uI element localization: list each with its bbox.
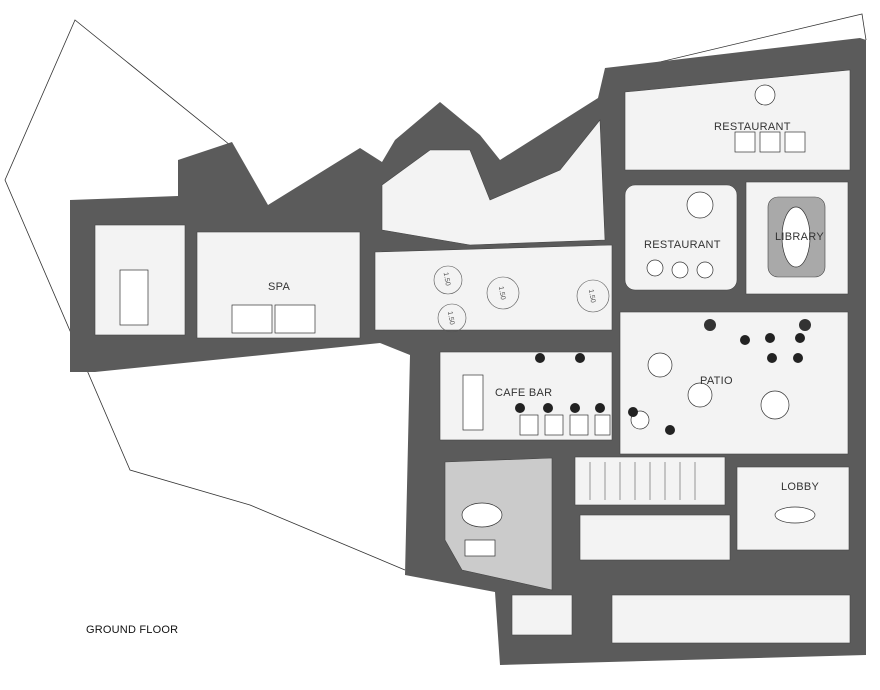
library-table [781,206,811,268]
rooms-south [611,594,851,644]
room-label-library: LIBRARY [775,231,824,243]
site-boundary [4,19,406,571]
stair-treads [589,462,696,500]
site-boundary-east [604,13,867,76]
room-patio [619,311,849,455]
furniture [119,84,816,557]
turning-circle-label: 1.50 [442,272,451,287]
corridor [374,244,613,331]
room-label-restaurant-north: RESTAURANT [714,121,791,133]
turning-circle-label: 1.50 [446,311,455,326]
interior-floors [94,69,851,644]
room-label-cafe-bar: CAFE BAR [495,387,552,399]
kitchen [381,119,606,246]
room-label-restaurant-central: RESTAURANT [644,239,721,251]
lounge [444,457,553,591]
chairs [515,319,811,435]
hall-south [579,514,731,561]
turning-circles [433,265,610,333]
room-label-lobby: LOBBY [781,481,820,493]
plan-title: GROUND FLOOR [86,624,179,636]
room-label-patio: PATIO [700,375,733,387]
turning-circle-label: 1.50 [587,289,596,304]
turning-circle-label: 1.50 [497,286,506,301]
room-label-spa: SPA [268,281,290,293]
room-south-west [511,594,573,636]
